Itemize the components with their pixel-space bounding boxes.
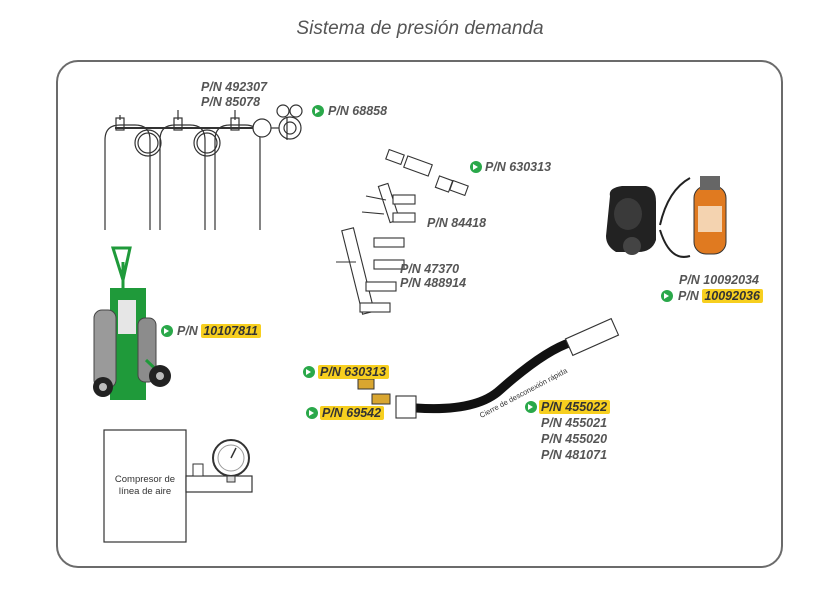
part-number-label: P/N 481071 xyxy=(541,448,608,462)
arrow-right-icon xyxy=(306,407,318,419)
part-number-highlight: P/N 630313 xyxy=(318,365,390,379)
cylinder-cart xyxy=(93,246,171,400)
part-number-label: P/N 455020 xyxy=(541,432,608,446)
part-number-highlight: 10107811 xyxy=(201,324,261,338)
part-number-highlight: 10092036 xyxy=(702,289,763,303)
part-number-label: P/N 69542 xyxy=(320,406,385,421)
diagram-frame xyxy=(56,60,783,568)
part-number-label: P/N 47370 xyxy=(400,262,460,276)
part-number-label: P/N 630313 xyxy=(485,160,552,174)
arrow-right-icon xyxy=(161,325,173,337)
arrow-right-icon xyxy=(470,161,482,173)
part-number-prefix: P/N xyxy=(177,324,202,338)
manifold-small xyxy=(361,182,416,224)
manifold-large xyxy=(336,227,405,315)
part-number-highlight: P/N 69542 xyxy=(320,406,385,420)
part-number-label: P/N 488914 xyxy=(400,276,467,290)
part-number-prefix: P/N xyxy=(678,289,703,303)
arrow-right-icon xyxy=(525,401,537,413)
part-number-label: P/N 68858 xyxy=(328,104,388,118)
cylinder-bank xyxy=(104,110,270,230)
page-title: Sistema de presión demanda xyxy=(296,18,544,39)
part-number-label: P/N 10092036 xyxy=(678,289,763,304)
respirator-unit xyxy=(606,176,727,258)
part-number-label: P/N 85078 xyxy=(201,95,261,109)
arrow-right-icon xyxy=(661,290,673,302)
arrow-right-icon xyxy=(303,366,315,378)
couplers-top xyxy=(385,148,469,197)
part-number-label: P/N 84418 xyxy=(427,216,487,230)
part-number-highlight: P/N 455022 xyxy=(539,400,611,414)
part-number-label: P/N 455022 xyxy=(539,400,611,415)
hose-assembly xyxy=(395,317,620,419)
part-number-label: P/N 455021 xyxy=(541,416,608,430)
part-number-label: P/N 10107811 xyxy=(177,324,261,339)
part-number-label: P/N 10092034 xyxy=(679,273,759,287)
compressor xyxy=(103,429,253,543)
arrow-right-icon xyxy=(312,105,324,117)
regulator xyxy=(252,104,303,140)
compressor-label: Compresor de línea de aire xyxy=(114,474,176,497)
part-number-label: P/N 492307 xyxy=(201,80,268,94)
small-couplers xyxy=(357,378,391,405)
part-number-label: P/N 630313 xyxy=(318,365,390,380)
